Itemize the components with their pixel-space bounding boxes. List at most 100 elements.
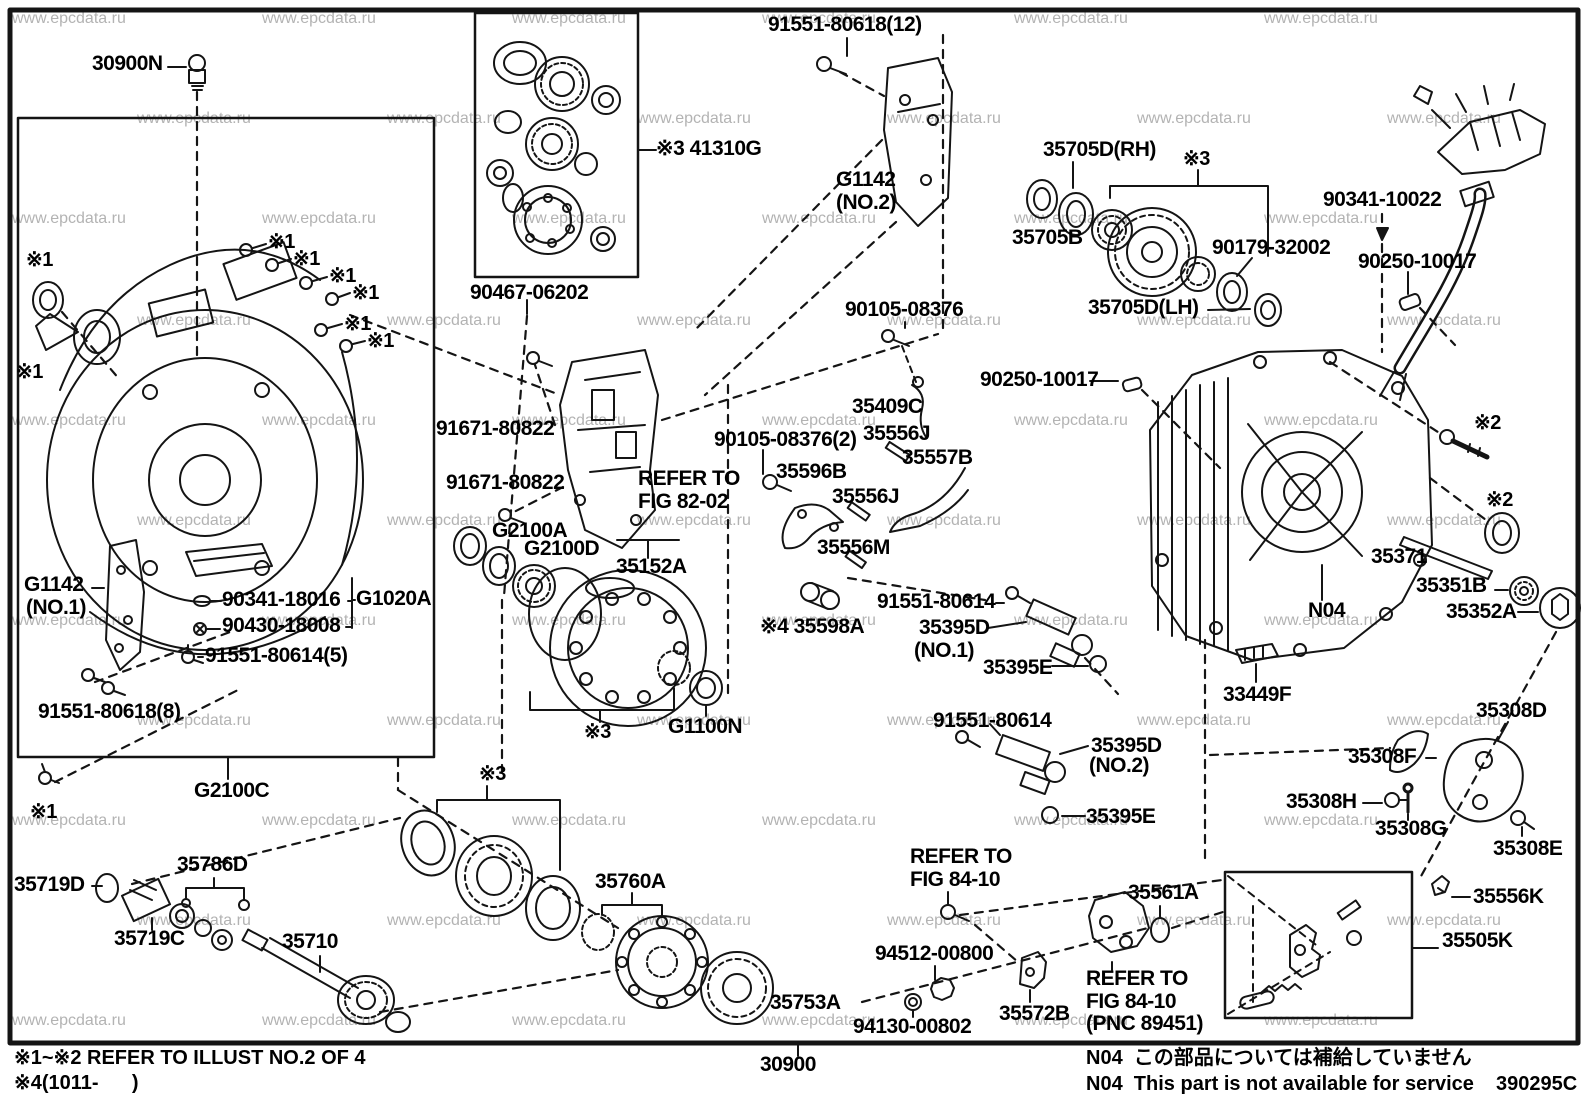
watermark: www.epcdata.ru xyxy=(1264,1012,1378,1029)
footnote-marker-1-b1: ※1 xyxy=(268,231,295,253)
part-label-35561a: 35561A xyxy=(1128,881,1199,904)
watermark: www.epcdata.ru xyxy=(762,1012,876,1029)
watermark: www.epcdata.ru xyxy=(887,912,1001,929)
bearing-set-and-pump xyxy=(400,785,774,1025)
footnote-marker-1-b5: ※1 xyxy=(344,313,371,335)
part-label-35352a: 35352A xyxy=(1446,600,1517,623)
part-label-35152a: 35152A xyxy=(616,555,687,578)
part-label-30900n: 30900N xyxy=(92,52,163,75)
part-label-35556m: 35556M xyxy=(817,536,890,559)
part-label-35371: 35371 xyxy=(1371,545,1427,568)
part-label-n04: N04 xyxy=(1308,599,1346,622)
transaxle-rear-view xyxy=(1149,349,1433,683)
footnote-marker-1-b6: ※1 xyxy=(367,330,394,352)
watermark: www.epcdata.ru xyxy=(12,412,126,429)
part-label-35308g: 35308G xyxy=(1375,817,1447,840)
watermark: www.epcdata.ru xyxy=(1137,712,1251,729)
part-label-35395d-no1: 35395D xyxy=(919,616,990,639)
watermark: www.epcdata.ru xyxy=(387,312,501,329)
footnote-marker-1-seal1: ※1 xyxy=(26,249,53,271)
note-n04-japanese: N04 この部品については補給していません xyxy=(1086,1047,1472,1069)
footnote-marker-1-b4: ※1 xyxy=(352,282,379,304)
watermark: www.epcdata.ru xyxy=(12,1012,126,1029)
watermark: www.epcdata.ru xyxy=(512,812,626,829)
watermark: www.epcdata.ru xyxy=(1137,512,1251,529)
part-label-94512-00800: 94512-00800 xyxy=(875,942,994,965)
part-label-35351b: 35351B xyxy=(1416,574,1487,597)
watermark: www.epcdata.ru xyxy=(387,712,501,729)
footnote-marker-3: ※3 xyxy=(1183,148,1210,170)
watermark: www.epcdata.ru xyxy=(1264,210,1378,227)
footnote-marker-3-diff: ※3 xyxy=(584,721,611,743)
part-label-90341-10022: 90341-10022 xyxy=(1323,188,1442,211)
watermark: www.epcdata.ru xyxy=(262,1012,376,1029)
watermark: www.epcdata.ru xyxy=(12,10,126,27)
plate-g1142-no2 xyxy=(816,37,953,227)
part-label-35719d: 35719D xyxy=(14,873,85,896)
part-label-g2100c: G2100C xyxy=(194,779,270,802)
part-label-35395e-b: 35395E xyxy=(1086,805,1156,828)
figure-code: 390295C xyxy=(1496,1073,1578,1095)
watermark: www.epcdata.ru xyxy=(1264,812,1378,829)
part-label-35308d: 35308D xyxy=(1476,699,1547,722)
watermark: www.epcdata.ru xyxy=(1264,10,1378,27)
part-label-g2100d: G2100D xyxy=(524,537,600,560)
watermark: www.epcdata.ru xyxy=(762,612,876,629)
watermark: www.epcdata.ru xyxy=(762,412,876,429)
sensor-35395-no1 xyxy=(987,586,1107,673)
watermark: www.epcdata.ru xyxy=(137,712,251,729)
part-label-35705d-lh: 35705D(LH) xyxy=(1088,296,1199,319)
watermark: www.epcdata.ru xyxy=(887,512,1001,529)
footnote-marker-1-seal2: ※1 xyxy=(16,361,43,383)
note-n04-english: N04 This part is not available for servi… xyxy=(1086,1073,1474,1095)
main-part-number: 30900 xyxy=(760,1053,816,1076)
part-label-35556k: 35556K xyxy=(1473,885,1544,908)
watermark: www.epcdata.ru xyxy=(762,210,876,227)
watermark: www.epcdata.ru xyxy=(387,912,501,929)
watermark: www.epcdata.ru xyxy=(262,812,376,829)
watermark: www.epcdata.ru xyxy=(262,210,376,227)
watermark: www.epcdata.ru xyxy=(887,712,1001,729)
part-label-35395e-a: 35395E xyxy=(983,656,1053,679)
valve-body-35152a xyxy=(498,349,680,559)
part-label-35705b: 35705B xyxy=(1012,226,1083,249)
part-label-g1142-no2: G1142 xyxy=(836,168,896,191)
watermark: www.epcdata.ru xyxy=(637,512,751,529)
part-label-35719c: 35719C xyxy=(114,927,185,950)
part-label-41310g: ※3 41310G xyxy=(656,137,762,160)
part-label-35596b: 35596B xyxy=(776,460,847,483)
sensor-35395-no2 xyxy=(955,723,1089,824)
part-label-g1100n: G1100N xyxy=(668,715,743,738)
cross-ref-fig-84-10: REFER TO FIG 84-10 xyxy=(910,845,1012,891)
part-label-90341-18016: 90341-18016 xyxy=(222,588,341,611)
oil-strainer-g1020a xyxy=(81,543,356,696)
part-label-91671-80822-a: 91671-80822 xyxy=(436,417,555,440)
part-label-35308e: 35308E xyxy=(1493,837,1563,860)
part-label-90105-08376: 90105-08376 xyxy=(845,298,964,321)
construction-lines xyxy=(53,33,1558,1014)
part-label-g1020a: G1020A xyxy=(356,587,432,610)
neutral-switch-35308 xyxy=(1362,721,1535,837)
gear-row-35705 xyxy=(1026,161,1422,393)
part-label-90179-32002: 90179-32002 xyxy=(1212,236,1331,259)
watermark: www.epcdata.ru xyxy=(1014,1012,1128,1029)
watermark: www.epcdata.ru xyxy=(262,10,376,27)
watermark: www.epcdata.ru xyxy=(1387,512,1501,529)
gear-kit-41310g xyxy=(486,41,657,315)
part-label-35395d-no2: 35395D xyxy=(1091,734,1162,757)
watermark: www.epcdata.ru xyxy=(512,612,626,629)
watermark: www.epcdata.ru xyxy=(637,312,751,329)
part-label-35557b: 35557B xyxy=(902,446,973,469)
part-label-35705d-rh: 35705D(RH) xyxy=(1043,138,1156,161)
watermark: www.epcdata.ru xyxy=(1137,110,1251,127)
part-label-35409c: 35409C xyxy=(852,395,923,418)
watermark: www.epcdata.ru xyxy=(1264,412,1378,429)
diagram-frame xyxy=(7,7,1581,1057)
footnote-applicability: ※4(1011- ) xyxy=(14,1072,139,1094)
input-shaft-35710 xyxy=(241,928,411,1033)
shift-linkage-parts xyxy=(762,321,970,922)
part-label-91551-80614-a: 91551-80614 xyxy=(877,590,996,613)
watermark: www.epcdata.ru xyxy=(1387,712,1501,729)
footnote-marker-1-bottom: ※1 xyxy=(30,801,57,823)
